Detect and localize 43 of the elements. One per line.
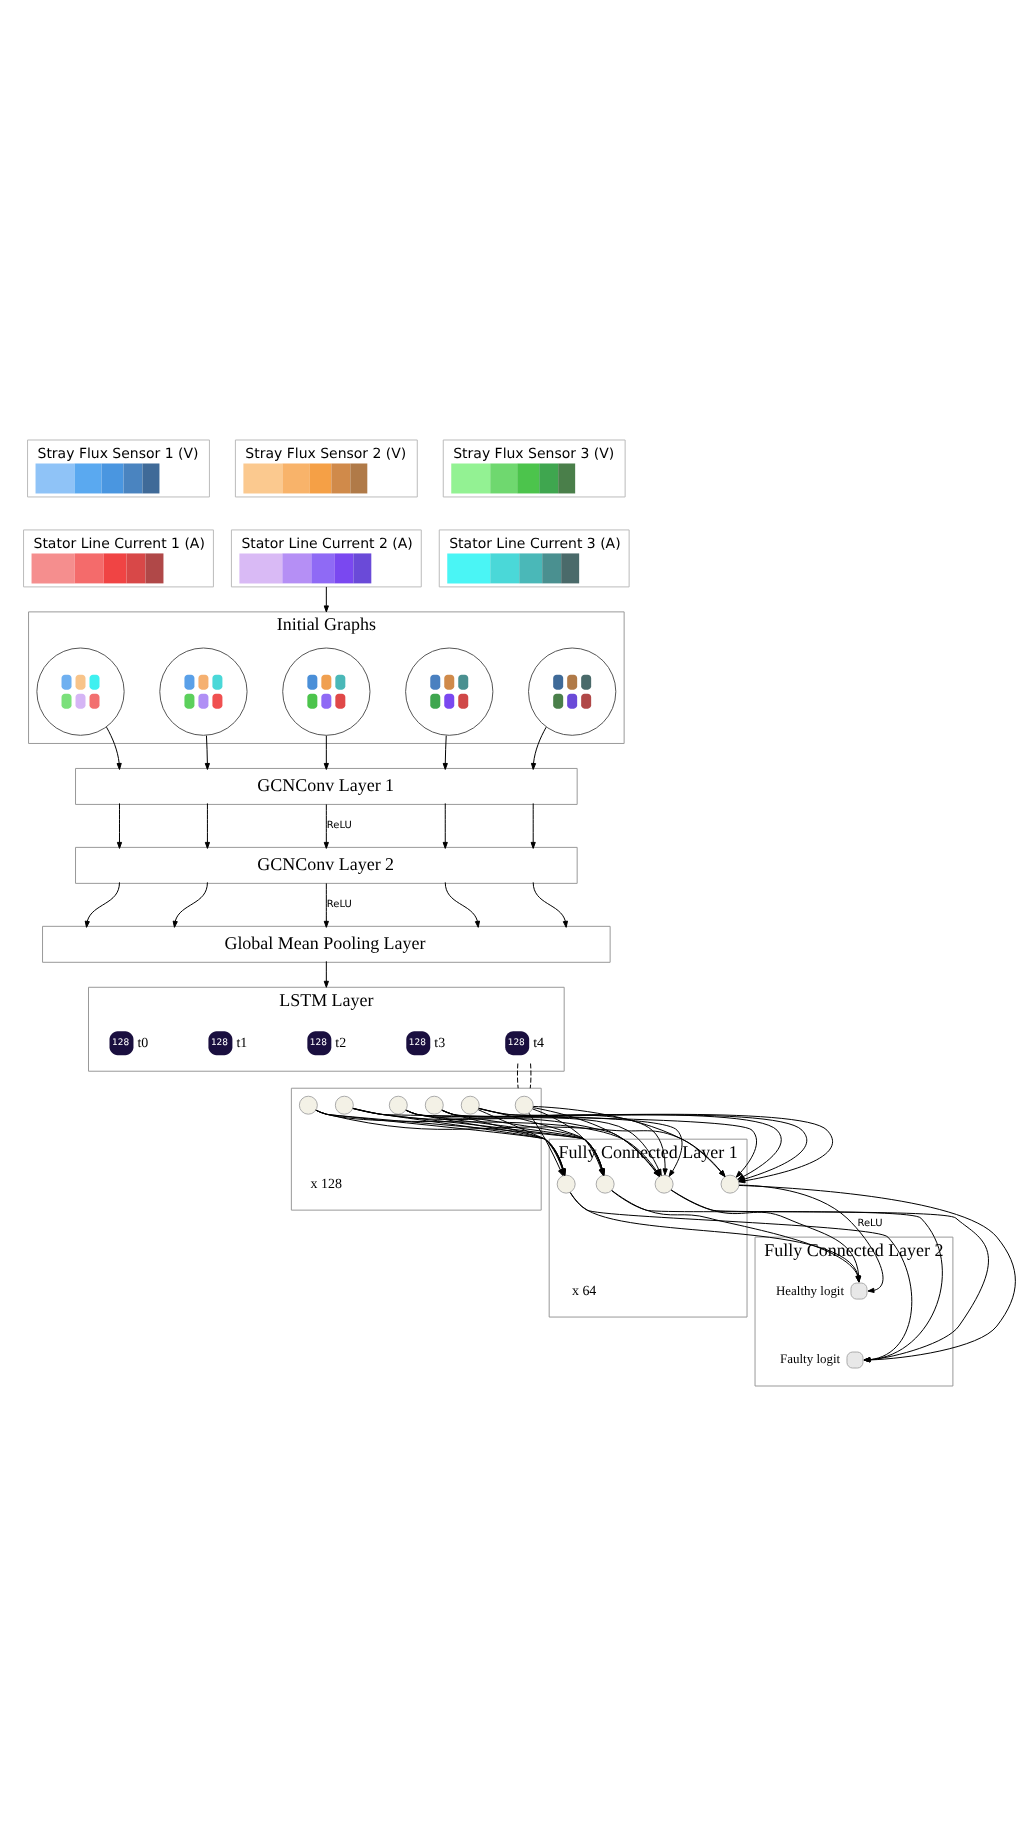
arrow xyxy=(738,1183,1016,1362)
node-box: GCNConv Layer 1 xyxy=(75,766,578,804)
node-circle xyxy=(514,1094,534,1114)
arrow xyxy=(116,801,123,848)
node-picture xyxy=(159,646,248,735)
cluster: Initial Graphs xyxy=(28,610,625,743)
node-circle xyxy=(334,1094,354,1114)
node-circle xyxy=(424,1094,444,1114)
node-picture xyxy=(405,646,494,735)
cluster xyxy=(290,1086,542,1210)
arrow xyxy=(442,734,448,769)
arrow xyxy=(670,1188,989,1362)
node-circle xyxy=(460,1094,480,1114)
arrow xyxy=(204,734,210,769)
arrow xyxy=(323,585,329,612)
arrow xyxy=(323,802,329,848)
node-circle xyxy=(720,1173,740,1193)
node-picture xyxy=(282,646,371,735)
arrow xyxy=(323,881,329,927)
node-circle xyxy=(654,1173,674,1193)
connector xyxy=(516,1062,519,1088)
arrow xyxy=(106,725,122,769)
arrow xyxy=(323,734,329,769)
node-circle xyxy=(556,1173,576,1193)
node-box: GCNConv Layer 2 xyxy=(75,845,578,883)
node-box: Global Mean Pooling Layer xyxy=(42,924,611,962)
connector xyxy=(529,1062,532,1088)
arrow xyxy=(442,801,448,848)
arrow xyxy=(444,880,481,927)
node-circle xyxy=(298,1094,318,1114)
arrow xyxy=(530,801,536,848)
node-picture xyxy=(528,646,617,735)
node-circle xyxy=(388,1094,408,1114)
arrow xyxy=(530,725,547,769)
node-picture xyxy=(36,646,125,735)
arrow xyxy=(84,880,120,927)
arrow xyxy=(204,801,210,848)
arrow xyxy=(611,1189,943,1362)
arrow xyxy=(532,880,568,927)
arrow xyxy=(323,959,329,987)
arrow xyxy=(172,880,208,927)
arrow xyxy=(569,1191,913,1362)
node-circle xyxy=(595,1173,615,1193)
